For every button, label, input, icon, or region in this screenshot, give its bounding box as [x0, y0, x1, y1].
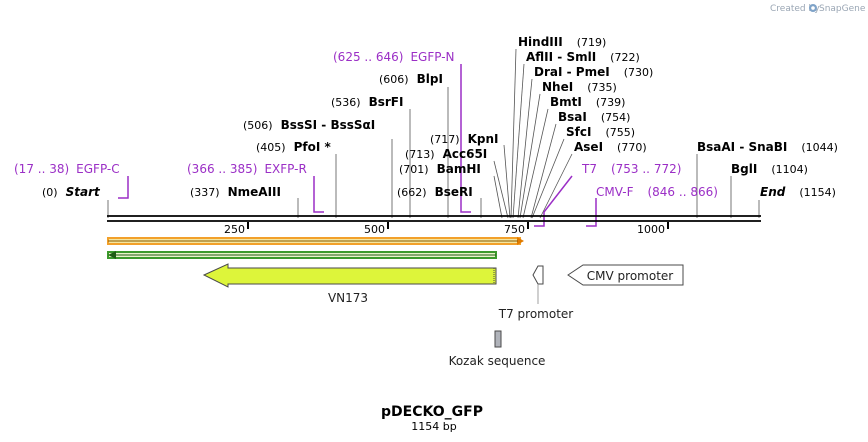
- leader-acc65i: [493, 160, 509, 219]
- enzyme-acc65i: (713)Acc65I: [405, 147, 487, 161]
- enzyme-asei: AseI(770): [574, 140, 647, 154]
- enzyme-hindiii: HindIII(719): [518, 35, 606, 49]
- enzyme-blpi: (606)BlpI: [379, 72, 443, 86]
- primer-markers: [118, 64, 597, 227]
- map-length: 1154 bp: [411, 420, 456, 433]
- feature-cmv-promoter: CMV promoter: [567, 264, 684, 286]
- leader-aflii: [512, 63, 525, 219]
- primer-exfp-r: (366 .. 385)EXFP-R: [187, 162, 307, 176]
- enzyme-sfci: SfcI(755): [566, 125, 635, 139]
- feature-vn173: VN173: [202, 263, 497, 305]
- leader-hindiii: [510, 48, 517, 219]
- leader-bsai: [530, 123, 557, 219]
- orf-reverse: [107, 251, 497, 259]
- enzyme-end: End(1154): [760, 185, 836, 199]
- enzyme-labels: (0)Start (337)NmeAIII (405)PfoI * (506)B…: [42, 35, 838, 199]
- enzyme-nmeaiii: (337)NmeAIII: [190, 185, 281, 199]
- enzyme-bsai: BsaI(754): [558, 110, 630, 124]
- enzyme-nhei: NheI(735): [542, 80, 617, 94]
- feature-label-t7-promoter: T7 promoter: [498, 307, 574, 321]
- enzyme-bsssi: (506)BssSI - BssSαI: [243, 118, 375, 132]
- tick-label-500: 500: [364, 223, 385, 236]
- enzyme-bamhi: (701)BamHI: [399, 162, 481, 176]
- leader-nhei: [519, 93, 541, 219]
- tick-label-1000: 1000: [637, 223, 665, 236]
- primer-egfp-n: (625 .. 646)EGFP-N: [333, 50, 455, 64]
- primer-mark-t7: [534, 175, 573, 227]
- sequence-backbone: [107, 215, 761, 222]
- snapgene-logo-icon: [809, 4, 817, 12]
- primer-mark-egfp-n: [460, 64, 471, 213]
- feature-t7-promoter: T7 promoter: [498, 265, 574, 321]
- watermark-text: Created by: [770, 4, 820, 14]
- enzyme-bmti: BmtI(739): [550, 95, 625, 109]
- brand-text: SnapGene: [819, 4, 866, 14]
- enzyme-pfoi: (405)PfoI *: [256, 140, 331, 154]
- leader-drai: [517, 78, 533, 219]
- enzyme-start: (0)Start: [42, 185, 101, 199]
- primer-t7: T7(753 .. 772): [581, 162, 681, 176]
- primer-egfp-c: (17 .. 38)EGFP-C: [14, 162, 120, 176]
- enzyme-bgli: BglI(1104): [731, 162, 808, 176]
- primer-mark-egfp-c: [118, 176, 129, 199]
- leader-sfci: [531, 138, 565, 219]
- axis-ticks: 250 500 750 1000: [224, 222, 669, 236]
- primer-cmv-f: CMV-F(846 .. 866): [596, 185, 718, 199]
- enzyme-kpni: (717)KpnI: [430, 132, 499, 146]
- feature-label-vn173: VN173: [328, 291, 368, 305]
- enzyme-drai: DraI - PmeI(730): [534, 65, 653, 79]
- tick-label-750: 750: [504, 223, 525, 236]
- primer-mark-cmv-f: [586, 198, 597, 227]
- feature-label-kozak: Kozak sequence: [449, 354, 546, 368]
- primer-labels: (17 .. 38)EGFP-C (366 .. 385)EXFP-R (625…: [14, 50, 718, 199]
- leader-bamhi: [493, 175, 503, 219]
- leader-asei: [539, 153, 573, 219]
- primer-mark-exfp-r: [313, 176, 324, 213]
- leader-kpni: [503, 144, 511, 219]
- feature-kozak: Kozak sequence: [449, 330, 546, 368]
- enzyme-bsaai: BsaAI - SnaBI(1044): [697, 140, 838, 154]
- enzyme-aflii: AflII - SmlI(722): [526, 50, 640, 64]
- orf-forward: [107, 237, 524, 245]
- feature-label-cmv-promoter: CMV promoter: [587, 269, 674, 283]
- map-title: pDECKO_GFP: [381, 404, 483, 420]
- tick-label-250: 250: [224, 223, 245, 236]
- leader-lines: [107, 48, 760, 219]
- enzyme-bsrfi: (536)BsrFI: [331, 95, 403, 109]
- leader-bmti: [522, 108, 549, 219]
- enzyme-bseri: (662)BseRI: [397, 185, 473, 199]
